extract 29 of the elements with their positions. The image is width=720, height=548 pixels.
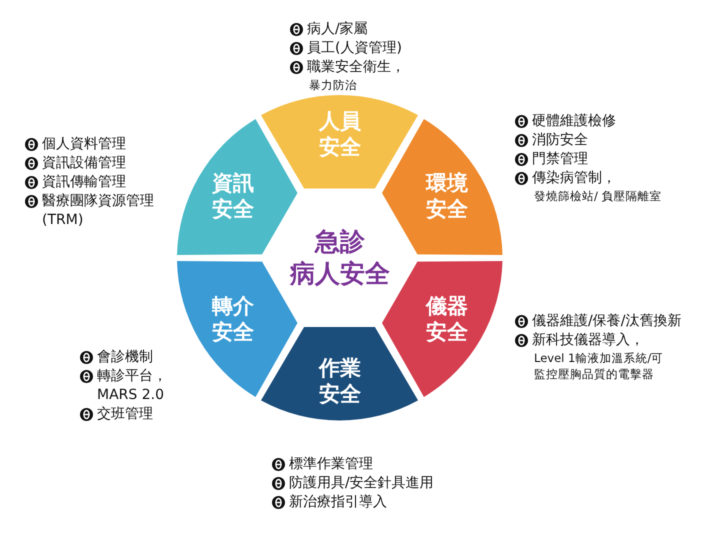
list-item-text: 轉診平台，MARS 2.0	[97, 367, 168, 405]
list-item-text: 新科技儀器導入，	[532, 331, 644, 350]
list-item-note: 發燒篩檢站/ 負壓隔離室	[533, 188, 663, 204]
list-item-text: 儀器維護/保養/汰舊換新	[532, 312, 682, 331]
segment-label: 人員安全	[318, 108, 362, 160]
segment-label: 環境安全	[424, 170, 469, 222]
list-item-text: 門禁管理	[532, 150, 588, 169]
list-item-text: 防護用具/安全針具進用	[289, 474, 434, 493]
segment-label: 轉介安全	[211, 293, 256, 346]
list-item-text: 標準作業管理	[289, 455, 373, 474]
list-item-text: 職業安全衛生，	[307, 58, 405, 77]
list-item-text: 病人/家屬	[307, 20, 368, 39]
list-item-text: 傳染病管制，	[532, 169, 616, 188]
list-item-text: 新治療指引導入	[289, 493, 387, 512]
segment-label: 儀器安全	[424, 293, 469, 346]
list-item-text: 會診機制	[97, 348, 153, 367]
list-item-note: Level 1輸液加溫系統/可監控壓胸品質的電擊器	[533, 350, 664, 382]
list-item-text: 消防安全	[532, 131, 588, 150]
segment-label: 資訊安全	[211, 170, 256, 222]
list-item-text: 資訊傳輸管理	[42, 173, 126, 192]
segment-label: 作業安全	[318, 354, 362, 408]
list-item-text: 硬體維護檢修	[532, 112, 616, 131]
list-item-text: 員工(人資管理)	[307, 39, 402, 58]
list-item-text: 交班管理	[97, 405, 153, 424]
list-item-text: 醫療團隊資源管理(TRM)	[42, 192, 155, 230]
list-item-text: 個人資料管理	[42, 135, 126, 154]
list-item-text: 資訊設備管理	[42, 154, 126, 173]
center-title: 急診病人安全	[290, 226, 390, 289]
list-item-note: 暴力防治	[308, 77, 358, 93]
